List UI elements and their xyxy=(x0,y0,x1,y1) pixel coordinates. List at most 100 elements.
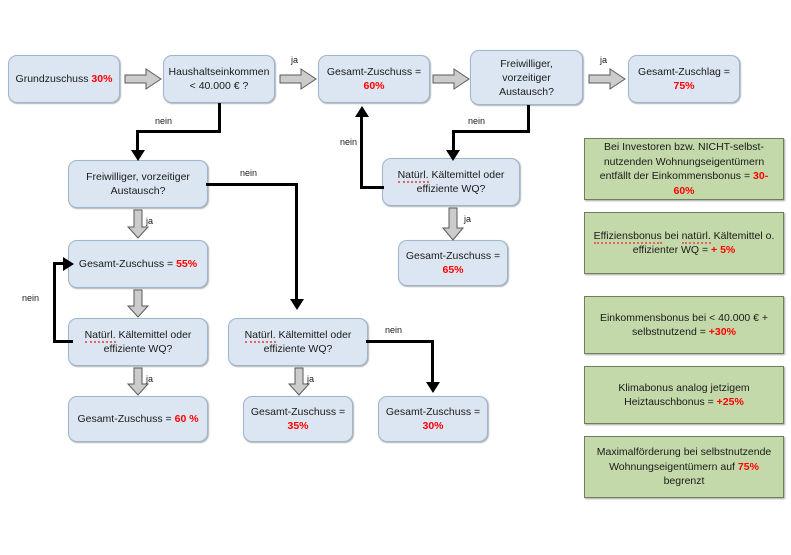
edge-label-nein-kaeltemittel-mid: nein xyxy=(385,325,403,335)
node-gesamt65-value: 65% xyxy=(442,264,464,276)
note-effizienzbonus-line1c: natürl. xyxy=(681,229,711,244)
connector-freiwillig-left-nein-v xyxy=(295,183,298,301)
node-gesamt55-label: Gesamt-Zuschuss = xyxy=(78,258,177,270)
arrowhead-freiwillig-top-nein xyxy=(446,150,460,161)
connector-kaeltemittel-left-nein-v xyxy=(53,262,56,343)
node-kaeltemittel-mid-line1a: Natürl. xyxy=(244,329,276,343)
note-investoren: Bei Investoren bzw. NICHT-selbst- nutzen… xyxy=(584,138,784,200)
node-kaeltemittel-left-line1b: Kältemittel oder xyxy=(115,329,192,341)
node-freiwilliger-austausch-left[interactable]: Freiwilliger, vorzeitiger Austausch? xyxy=(68,160,208,208)
edge-label-ja-kaeltemittel-left: ja xyxy=(146,374,154,384)
node-gesamt-zuschuss-55[interactable]: Gesamt-Zuschuss = 55% xyxy=(68,240,208,288)
note-effizienzbonus-line1b: bei xyxy=(661,229,682,242)
connector-kaeltemittel-right-nein-h xyxy=(360,186,384,189)
connector-kaeltemittel-mid-nein-h xyxy=(366,340,434,343)
node-freiwillig-left-line1: Freiwilliger, vorzeitiger xyxy=(86,171,190,183)
block-arrow-kaeltemittel-mid-gesamt35 xyxy=(288,367,310,396)
note-effizienzbonus: Effiziensbonus bei natürl. Kältemittel o… xyxy=(584,212,784,274)
node-gesamt-zuschuss-30[interactable]: Gesamt-Zuschuss = 30% xyxy=(378,396,488,442)
node-zuschlag75-value: 75% xyxy=(673,80,695,92)
connector-kaeltemittel-right-nein-v xyxy=(360,117,363,189)
node-grundzuschuss[interactable]: Grundzuschuss 30% xyxy=(8,55,120,103)
node-haushaltseinkommen[interactable]: Haushaltseinkommen < 40.000 € ? xyxy=(163,55,275,103)
node-grundzuschuss-label: Grundzuschuss xyxy=(15,73,92,85)
note-einkommensbonus: Einkommensbonus bei < 40.000 € + selbstn… xyxy=(584,296,784,354)
note-klimabonus: Klimabonus analog jetzigem Heiztauschbon… xyxy=(584,366,784,424)
edge-label-nein-kaeltemittel-right: nein xyxy=(340,137,358,147)
connector-haushalt-nein-v1 xyxy=(218,103,221,133)
node-freiwillig-top-line3: Austausch? xyxy=(499,85,554,98)
node-gesamt60b-value: 60 % xyxy=(174,413,199,425)
node-kaeltemittel-right-line2: effiziente WQ? xyxy=(416,183,486,195)
edge-label-ja-top1: ja xyxy=(291,55,299,65)
note-investoren-line1: Bei Investoren bzw. NICHT-selbst- xyxy=(604,141,764,153)
node-kaeltemittel-mid[interactable]: Natürl. Kältemittel oder effiziente WQ? xyxy=(228,318,368,366)
node-kaeltemittel-right-line1b: Kältemittel oder xyxy=(428,169,505,181)
node-gesamt-zuschuss-60b[interactable]: Gesamt-Zuschuss = 60 % xyxy=(68,396,208,442)
node-kaeltemittel-mid-line2: effiziente WQ? xyxy=(263,343,333,355)
block-arrow-haushalt-gesamt60 xyxy=(279,68,317,90)
node-gesamt-zuschuss-35[interactable]: Gesamt-Zuschuss = 35% xyxy=(243,396,353,442)
node-kaeltemittel-left-line1a: Natürl. xyxy=(84,329,116,343)
note-investoren-value: 30-60% xyxy=(673,170,769,197)
node-freiwillig-top-line2: vorzeitiger xyxy=(502,71,551,84)
edge-label-nein-freiwillig-top: nein xyxy=(468,116,486,126)
connector-kaeltemittel-left-nein-h2 xyxy=(53,262,65,265)
arrowhead-freiwillig-left-nein xyxy=(290,299,304,310)
block-arrow-kaeltemittel-right-gesamt65 xyxy=(442,207,464,241)
block-arrow-gesamt55-kaeltemittel-left xyxy=(127,289,149,318)
note-maximalfoerderung-line3: begrenzt xyxy=(663,475,705,488)
node-gesamt-zuschlag-75[interactable]: Gesamt-Zuschlag = 75% xyxy=(628,55,740,103)
edge-label-nein-kaeltemittel-left: nein xyxy=(22,293,40,303)
note-maximalfoerderung-value: 75% xyxy=(737,460,759,473)
edge-label-ja-freiwillig-left: ja xyxy=(146,216,154,226)
note-einkommensbonus-line1: Einkommensbonus bei < 40.000 € + xyxy=(599,311,769,324)
node-gesamt55-value: 55% xyxy=(176,258,198,270)
edge-label-ja-top2: ja xyxy=(600,55,608,65)
edge-label-ja-kaeltemittel-right: ja xyxy=(464,214,472,224)
arrowhead-kaeltemittel-right-nein xyxy=(355,106,369,117)
arrowhead-haushalt-nein xyxy=(131,150,145,161)
node-kaeltemittel-left[interactable]: Natürl. Kältemittel oder effiziente WQ? xyxy=(68,318,208,366)
edge-label-nein-haushalt: nein xyxy=(155,116,173,126)
node-zuschlag75-line1: Gesamt-Zuschlag = xyxy=(638,66,730,78)
node-gesamt60b-label: Gesamt-Zuschuss = xyxy=(77,413,175,425)
node-kaeltemittel-mid-line1b: Kältemittel oder xyxy=(275,329,352,341)
block-arrow-freiwillig-left-gesamt55 xyxy=(127,209,149,239)
node-gesamt65-line1: Gesamt-Zuschuss = xyxy=(405,250,501,262)
connector-kaeltemittel-mid-nein-v xyxy=(431,340,434,384)
node-grundzuschuss-value: 30% xyxy=(91,73,113,85)
note-klimabonus-line1: Klimabonus analog jetzigem xyxy=(618,381,750,394)
node-gesamt35-line1: Gesamt-Zuschuss = xyxy=(250,406,346,418)
note-maximalfoerderung-line2: Wohnungseigentümern auf xyxy=(609,460,738,473)
note-einkommensbonus-line2: selbstnutzend = xyxy=(632,326,709,338)
note-investoren-line3: entfällt der Einkommensbonus = xyxy=(599,170,754,182)
edge-label-ja-kaeltemittel-mid: ja xyxy=(307,374,315,384)
note-klimabonus-value: +25% xyxy=(716,396,744,408)
node-kaeltemittel-right[interactable]: Natürl. Kältemittel oder effiziente WQ? xyxy=(382,158,520,206)
note-effizienzbonus-value: + 5% xyxy=(711,244,736,256)
block-arrow-grundzuschuss-haushalt xyxy=(124,68,162,90)
block-arrow-gesamt60-freiwillig xyxy=(432,68,470,90)
connector-kaeltemittel-left-nein-h1 xyxy=(53,340,73,343)
note-einkommensbonus-value: +30% xyxy=(708,326,736,338)
node-gesamt-zuschuss-65[interactable]: Gesamt-Zuschuss = 65% xyxy=(398,240,508,286)
connector-freiwillig-top-nein-h xyxy=(452,130,530,133)
note-investoren-line2: nutzenden Wohnungseigentümern xyxy=(603,155,765,168)
note-effizienzbonus-line2: effizienter WQ = xyxy=(632,244,712,256)
edge-label-nein-freiwillig-left: nein xyxy=(240,168,258,178)
node-freiwillig-left-line2: Austausch? xyxy=(110,185,166,197)
node-gesamt30-value: 30% xyxy=(422,420,444,432)
node-freiwilliger-austausch-top[interactable]: Freiwilliger, vorzeitiger Austausch? xyxy=(470,50,583,105)
note-effizienzbonus-line1d: Kältemittel o. xyxy=(710,229,775,242)
node-gesamt60-line1: Gesamt-Zuschuss = xyxy=(326,66,422,78)
connector-freiwillig-left-nein-h xyxy=(206,183,298,186)
arrowhead-kaeltemittel-left-nein xyxy=(63,257,74,271)
node-gesamt30-line1: Gesamt-Zuschuss = xyxy=(385,406,481,418)
node-haushaltseinkommen-line1: Haushaltseinkommen xyxy=(168,66,270,78)
note-maximalfoerderung-line1: Maximalförderung bei selbstnutzende xyxy=(596,446,772,459)
node-gesamt-zuschuss-60[interactable]: Gesamt-Zuschuss = 60% xyxy=(318,55,430,103)
block-arrow-kaeltemittel-left-gesamt60b xyxy=(127,367,149,396)
connector-haushalt-nein-v2 xyxy=(136,130,139,152)
